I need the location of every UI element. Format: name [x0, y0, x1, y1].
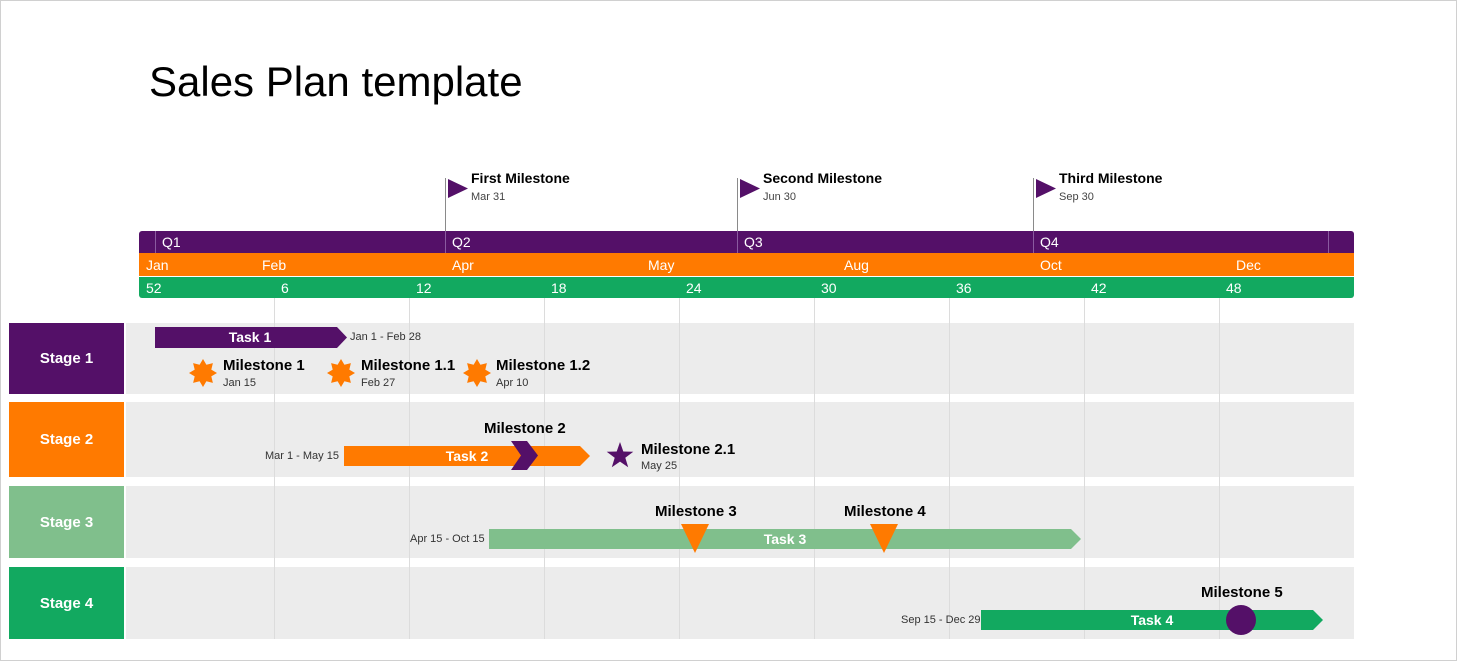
- week-label: 48: [1226, 280, 1242, 296]
- milestone-label: Milestone 3: [655, 503, 737, 520]
- header-milestone-date: Sep 30: [1059, 191, 1094, 203]
- stage-label: Stage 2: [39, 431, 94, 448]
- quarter-label: Q1: [162, 234, 181, 250]
- week-label: 42: [1091, 280, 1107, 296]
- triangle-down-icon: [870, 524, 898, 553]
- quarter-label: Q4: [1040, 234, 1059, 250]
- gridline: [679, 298, 680, 639]
- week-label: 36: [956, 280, 972, 296]
- gridline: [814, 298, 815, 639]
- month-label: Dec: [1236, 257, 1261, 273]
- month-label: Apr: [452, 257, 474, 273]
- week-label: 6: [281, 280, 289, 296]
- milestone-marker-line: [737, 178, 738, 231]
- week-label: 52: [146, 280, 162, 296]
- month-label: May: [648, 257, 675, 273]
- gridline: [1084, 298, 1085, 639]
- stage-2-box[interactable]: Stage 2: [9, 402, 124, 477]
- week-label: 24: [686, 280, 702, 296]
- stage-3-box[interactable]: Stage 3: [9, 486, 124, 558]
- gridline: [1219, 298, 1220, 639]
- quarter-separator: [1328, 231, 1329, 253]
- milestone-marker-line: [445, 178, 446, 231]
- month-label: Feb: [262, 257, 287, 273]
- stage-label: Stage 3: [39, 513, 94, 531]
- milestone-marker-line: [1033, 178, 1034, 231]
- month-label: Aug: [844, 257, 869, 273]
- gridline: [949, 298, 950, 639]
- quarter-label: Q3: [744, 234, 763, 250]
- triangle-down-icon: [681, 524, 709, 553]
- month-scale: [139, 253, 1354, 276]
- header-milestone-date: Mar 31: [471, 191, 506, 203]
- task-3-bar[interactable]: [489, 529, 1081, 549]
- task-2-label: Task 2: [445, 448, 489, 464]
- milestone-label: Milestone 1: [223, 357, 305, 374]
- burst-icon: [463, 359, 491, 387]
- quarter-separator: [737, 231, 738, 253]
- milestone-label: Milestone 2.1: [641, 441, 736, 458]
- task-3-dates: Apr 15 - Oct 15: [410, 533, 485, 545]
- star-icon: [606, 442, 634, 468]
- quarter-separator: [445, 231, 446, 253]
- milestone-date: May 25: [641, 460, 678, 472]
- stage-row: [126, 402, 1354, 477]
- page-title: Sales Plan template: [149, 58, 523, 105]
- header-milestone-title: Second Milestone: [763, 170, 883, 186]
- stage-label: Stage 1: [39, 350, 94, 367]
- gridline: [274, 298, 275, 639]
- flag-icon: [448, 179, 468, 198]
- stage-4-box[interactable]: Stage 4: [9, 567, 124, 639]
- header-milestone-title: First Milestone: [471, 170, 570, 186]
- milestone-label: Milestone 4: [844, 503, 926, 520]
- flag-icon: [740, 179, 760, 198]
- flag-icon: [1036, 179, 1056, 198]
- month-label: Oct: [1040, 257, 1062, 273]
- task-2-dates: Mar 1 - May 15: [265, 450, 339, 462]
- week-scale: [139, 277, 1354, 298]
- week-label: 12: [416, 280, 432, 296]
- task-1-label: Task 1: [228, 329, 272, 345]
- stage-1-box[interactable]: Stage 1: [9, 323, 124, 394]
- task-4-label: Task 4: [1130, 612, 1174, 628]
- circle-icon: [1226, 605, 1256, 635]
- week-label: 30: [821, 280, 837, 296]
- gridline: [409, 298, 410, 639]
- stage-label: Stage 4: [39, 594, 94, 612]
- task-1-bar[interactable]: [155, 327, 347, 348]
- burst-icon: [189, 359, 217, 387]
- milestone-label: Milestone 2: [484, 420, 566, 437]
- milestone-label: Milestone 1.2: [496, 357, 591, 374]
- task-4-dates: Sep 15 - Dec 29: [901, 614, 981, 626]
- header-milestone-date: Jun 30: [763, 191, 797, 203]
- quarter-separator: [1033, 231, 1034, 253]
- task-3-label: Task 3: [763, 531, 807, 547]
- milestone-label: Milestone 5: [1201, 584, 1283, 601]
- milestone-label: Milestone 1.1: [361, 357, 456, 374]
- burst-icon: [327, 359, 355, 387]
- task-1-dates: Jan 1 - Feb 28: [350, 331, 421, 343]
- month-label: Jan: [146, 257, 169, 273]
- header-milestone-title: Third Milestone: [1059, 170, 1163, 186]
- week-label: 18: [551, 280, 567, 296]
- milestone-date: Apr 10: [496, 377, 529, 389]
- milestone-date: Feb 27: [361, 377, 396, 389]
- quarter-scale: [139, 231, 1354, 253]
- quarter-separator: [155, 231, 156, 253]
- milestone-date: Jan 15: [223, 377, 257, 389]
- chevron-icon: [511, 441, 538, 470]
- quarter-label: Q2: [452, 234, 471, 250]
- gridline: [544, 298, 545, 639]
